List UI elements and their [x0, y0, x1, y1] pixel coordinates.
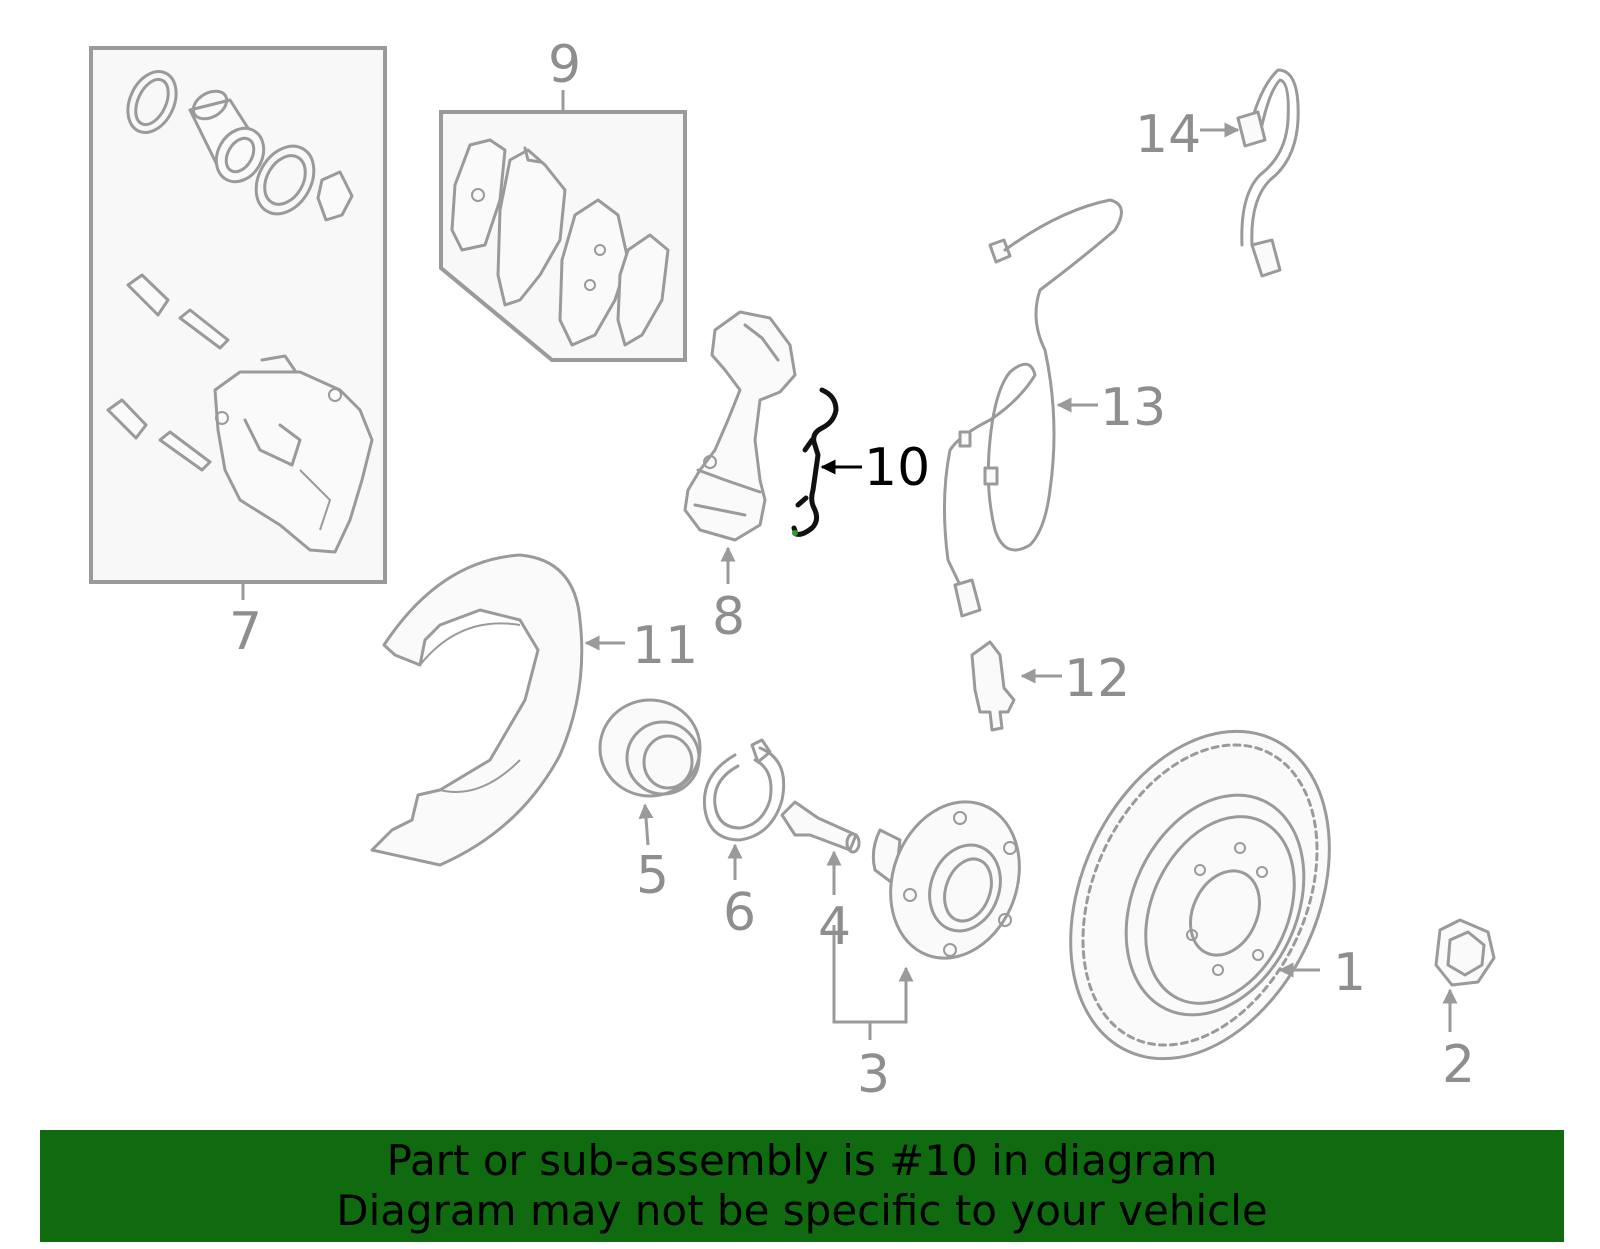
caliper-kit-group — [89, 46, 387, 600]
callout-4: 4 — [818, 897, 851, 957]
callout-9: 9 — [548, 35, 581, 95]
notice-line-2: Diagram may not be specific to your vehi… — [336, 1186, 1268, 1235]
speed-sensor-group — [970, 640, 1062, 732]
caliper-bracket-group — [683, 310, 797, 584]
brake-pad-kit-group — [439, 90, 687, 362]
notice-banner: Part or sub-assembly is #10 in diagram D… — [40, 1130, 1564, 1242]
callout-13: 13 — [1100, 378, 1166, 438]
callout-10: 10 — [864, 438, 930, 498]
brake-rotor-group — [1069, 729, 1331, 1061]
callout-8: 8 — [712, 587, 745, 647]
wheel-stud-group — [780, 800, 861, 895]
wheel-bearing-group — [598, 698, 702, 846]
notice-line-1: Part or sub-assembly is #10 in diagram — [386, 1136, 1218, 1185]
snap-ring-group — [702, 738, 786, 880]
highlighted-part-10 — [791, 387, 862, 537]
callout-1: 1 — [1333, 943, 1366, 1003]
callout-14: 14 — [1135, 105, 1201, 165]
sensor-harness-group — [942, 198, 1123, 618]
hub-nut-group — [1434, 918, 1496, 1032]
callout-12: 12 — [1064, 649, 1130, 709]
callout-6: 6 — [723, 883, 756, 943]
callout-11: 11 — [632, 616, 698, 676]
callout-2: 2 — [1442, 1035, 1475, 1095]
dust-shield-group — [370, 553, 625, 867]
wheel-hub-group — [832, 800, 1021, 1040]
callout-3: 3 — [857, 1045, 890, 1105]
callout-7: 7 — [229, 602, 262, 662]
callout-5: 5 — [636, 846, 669, 906]
brake-hose-group — [1200, 68, 1300, 278]
